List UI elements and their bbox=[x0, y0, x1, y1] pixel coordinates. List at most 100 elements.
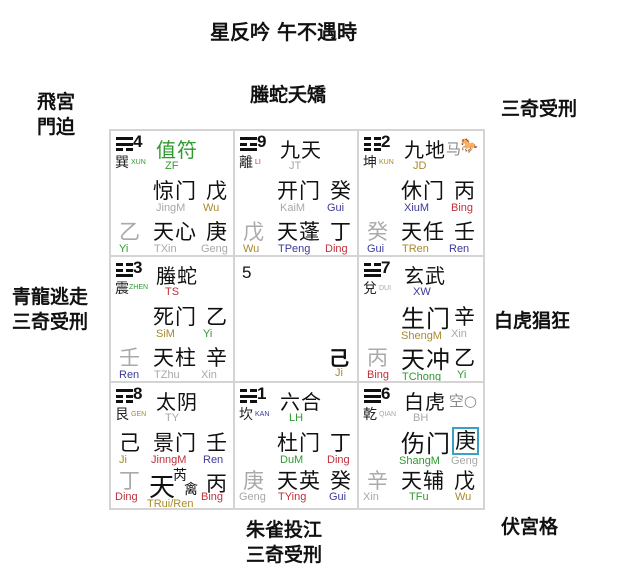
earth-stem-pinyin: Ren bbox=[449, 243, 470, 255]
star: 天任 bbox=[401, 220, 445, 244]
heaven-stem-pinyin: Bing bbox=[451, 202, 474, 214]
kan-trigram-icon bbox=[240, 389, 257, 403]
star-pinyin: TZhu bbox=[154, 369, 180, 381]
palace-name: 兌 bbox=[363, 281, 377, 297]
star-pinyin: TPeng bbox=[278, 243, 311, 255]
deity: 太阴 bbox=[156, 390, 198, 414]
palace-name: 巽 bbox=[115, 155, 129, 171]
door: 休门 bbox=[401, 179, 445, 203]
palace-number: 1 bbox=[257, 384, 267, 403]
palace-number: 2 bbox=[381, 132, 391, 151]
heaven-stem-highlighted: 庚 bbox=[452, 427, 479, 455]
heaven-stem: 乙 bbox=[206, 305, 227, 329]
extra-stem: 辛 bbox=[367, 469, 388, 493]
center-stem: 己 bbox=[329, 346, 349, 370]
palace-kun[interactable]: 2 坤 KUN 九地 JD 马 🐎 休门 XiuM 丙 Bing 癸 Gui 天… bbox=[359, 131, 483, 257]
earth-stem-pinyin: Yi bbox=[457, 369, 467, 381]
heaven-stem-pinyin: Wu bbox=[203, 202, 220, 214]
palace-number: 7 bbox=[381, 258, 391, 277]
palace-name: 坤 bbox=[363, 155, 377, 171]
palace-pinyin: KAN bbox=[255, 411, 270, 418]
earth-stem-pinyin: Gui bbox=[329, 491, 347, 503]
palace-pinyin: XUN bbox=[131, 159, 146, 166]
top-center-annotation: 螣蛇夭矯 bbox=[250, 84, 327, 106]
earth-stem: 丁 bbox=[330, 220, 351, 244]
heaven-stem: 壬 bbox=[206, 431, 227, 455]
star-pinyin: TRui/Ren bbox=[147, 498, 194, 508]
star: 天心 bbox=[153, 220, 197, 244]
deity: 九天 bbox=[280, 138, 322, 162]
palace-number: 6 bbox=[381, 384, 391, 403]
extra-stem: 庚 bbox=[243, 469, 264, 493]
door-pinyin: ShengM bbox=[401, 330, 442, 342]
deity-pinyin: JT bbox=[289, 160, 302, 172]
palace-pinyin: LI bbox=[255, 159, 261, 166]
center-stem-pinyin: Ji bbox=[335, 367, 343, 379]
earth-stem-pinyin: Geng bbox=[201, 243, 228, 255]
palace-name: 離 bbox=[239, 155, 253, 171]
door: 死门 bbox=[153, 305, 197, 329]
palace-gen[interactable]: 8 艮 GEN 太阴 TY 己 Ji 景门 JinngM 壬 Ren 丁 Din… bbox=[111, 383, 235, 508]
deity: 螣蛇 bbox=[156, 264, 198, 288]
middle-right-annotation: 白虎猖狂 bbox=[494, 310, 571, 332]
earth-stem: 壬 bbox=[454, 220, 475, 244]
palace-center[interactable]: 5 己 Ji bbox=[235, 257, 359, 383]
palace-kan[interactable]: 1 坎 KAN 六合 LH 杜门 DuM 丁 Ding 庚 Geng 天英 TY… bbox=[235, 383, 359, 508]
palace-li[interactable]: 9 離 LI 九天 JT 开门 KaiM 癸 Gui 戊 Wu 天蓬 TPeng… bbox=[235, 131, 359, 257]
extra-stem-pinyin: Wu bbox=[243, 243, 260, 255]
earth-stem-pinyin: Bing bbox=[201, 491, 224, 503]
palace-number: 3 bbox=[133, 258, 143, 277]
door-pinyin: JinngM bbox=[151, 454, 187, 466]
bottom-center-line-1: 朱雀投江 bbox=[246, 519, 323, 541]
deity: 九地 bbox=[404, 138, 446, 162]
palace-dui[interactable]: 7 兌 DUI 玄武 XW 生门 ShengM 辛 Xin 丙 Bing 天冲 … bbox=[359, 257, 483, 383]
palace-pinyin: KUN bbox=[379, 159, 394, 166]
extra-stem-pinyin: Geng bbox=[239, 491, 266, 503]
deity-pinyin: BH bbox=[413, 412, 429, 424]
heaven-stem-pinyin: Geng bbox=[451, 455, 478, 467]
heaven-stem-pinyin: Ding bbox=[327, 454, 350, 466]
heaven-stem: 辛 bbox=[454, 305, 475, 329]
palace-name: 乾 bbox=[363, 407, 377, 423]
earth-stem: 戊 bbox=[454, 469, 475, 493]
door-pinyin: SiM bbox=[156, 328, 175, 340]
extra-stem: 乙 bbox=[119, 220, 140, 244]
heaven-stem-pinyin: Xin bbox=[451, 328, 467, 340]
deity: 白虎 bbox=[404, 390, 446, 414]
star-pinyin: TChong bbox=[402, 371, 442, 383]
deity: 玄武 bbox=[404, 264, 446, 288]
heaven-stem: 丙 bbox=[454, 179, 475, 203]
star-main: 天 bbox=[149, 473, 176, 503]
extra-stem: 戊 bbox=[243, 220, 264, 244]
door: 开门 bbox=[277, 179, 321, 203]
earth-stem-pinyin: Ding bbox=[325, 243, 348, 255]
earth-stem: 乙 bbox=[454, 346, 475, 370]
extra-stem: 壬 bbox=[119, 346, 140, 370]
horse-label: 马 bbox=[445, 140, 461, 158]
door-pinyin: XiuM bbox=[404, 202, 430, 214]
dui-trigram-icon bbox=[364, 263, 381, 277]
middle-left-annotation: 青龍逃走 三奇受刑 bbox=[12, 285, 88, 335]
heaven-stem: 戊 bbox=[206, 179, 227, 203]
extra-stem-pinyin: Ding bbox=[115, 491, 138, 503]
deity: 值符 bbox=[156, 138, 198, 162]
deity-pinyin: LH bbox=[289, 412, 304, 424]
heaven-stem-pinyin: Yi bbox=[203, 328, 213, 340]
star-sub-qin: 禽 bbox=[184, 482, 198, 498]
palace-zhen[interactable]: 3 震 ZHEN 螣蛇 TS 死门 SiM 乙 Yi 壬 Ren 天柱 TZhu… bbox=[111, 257, 235, 383]
heaven-stem: 癸 bbox=[330, 179, 351, 203]
deity: 六合 bbox=[280, 390, 322, 414]
qian-trigram-icon bbox=[364, 389, 381, 403]
palace-number: 5 bbox=[242, 263, 252, 282]
star: 天柱 bbox=[153, 346, 197, 370]
palace-xun[interactable]: 4 巽 XUN 值符 ZF 惊门 JingM 戊 Wu 乙 Yi 天心 TXin… bbox=[111, 131, 235, 257]
kun-trigram-icon bbox=[364, 137, 381, 151]
star-sub-rui: 芮 bbox=[173, 468, 187, 484]
deity-pinyin: TS bbox=[165, 286, 180, 298]
star-pinyin: TRen bbox=[402, 243, 429, 255]
door-pinyin: DuM bbox=[280, 454, 304, 466]
nine-palace-grid: 4 巽 XUN 值符 ZF 惊门 JingM 戊 Wu 乙 Yi 天心 TXin… bbox=[109, 129, 485, 510]
top-right-annotation: 三奇受刑 bbox=[501, 98, 578, 120]
door-pinyin: ShangM bbox=[399, 455, 440, 467]
palace-qian[interactable]: 6 乾 QIAN 白虎 BH 空○ 伤门 ShangM 庚 Geng 辛 Xin… bbox=[359, 383, 483, 508]
